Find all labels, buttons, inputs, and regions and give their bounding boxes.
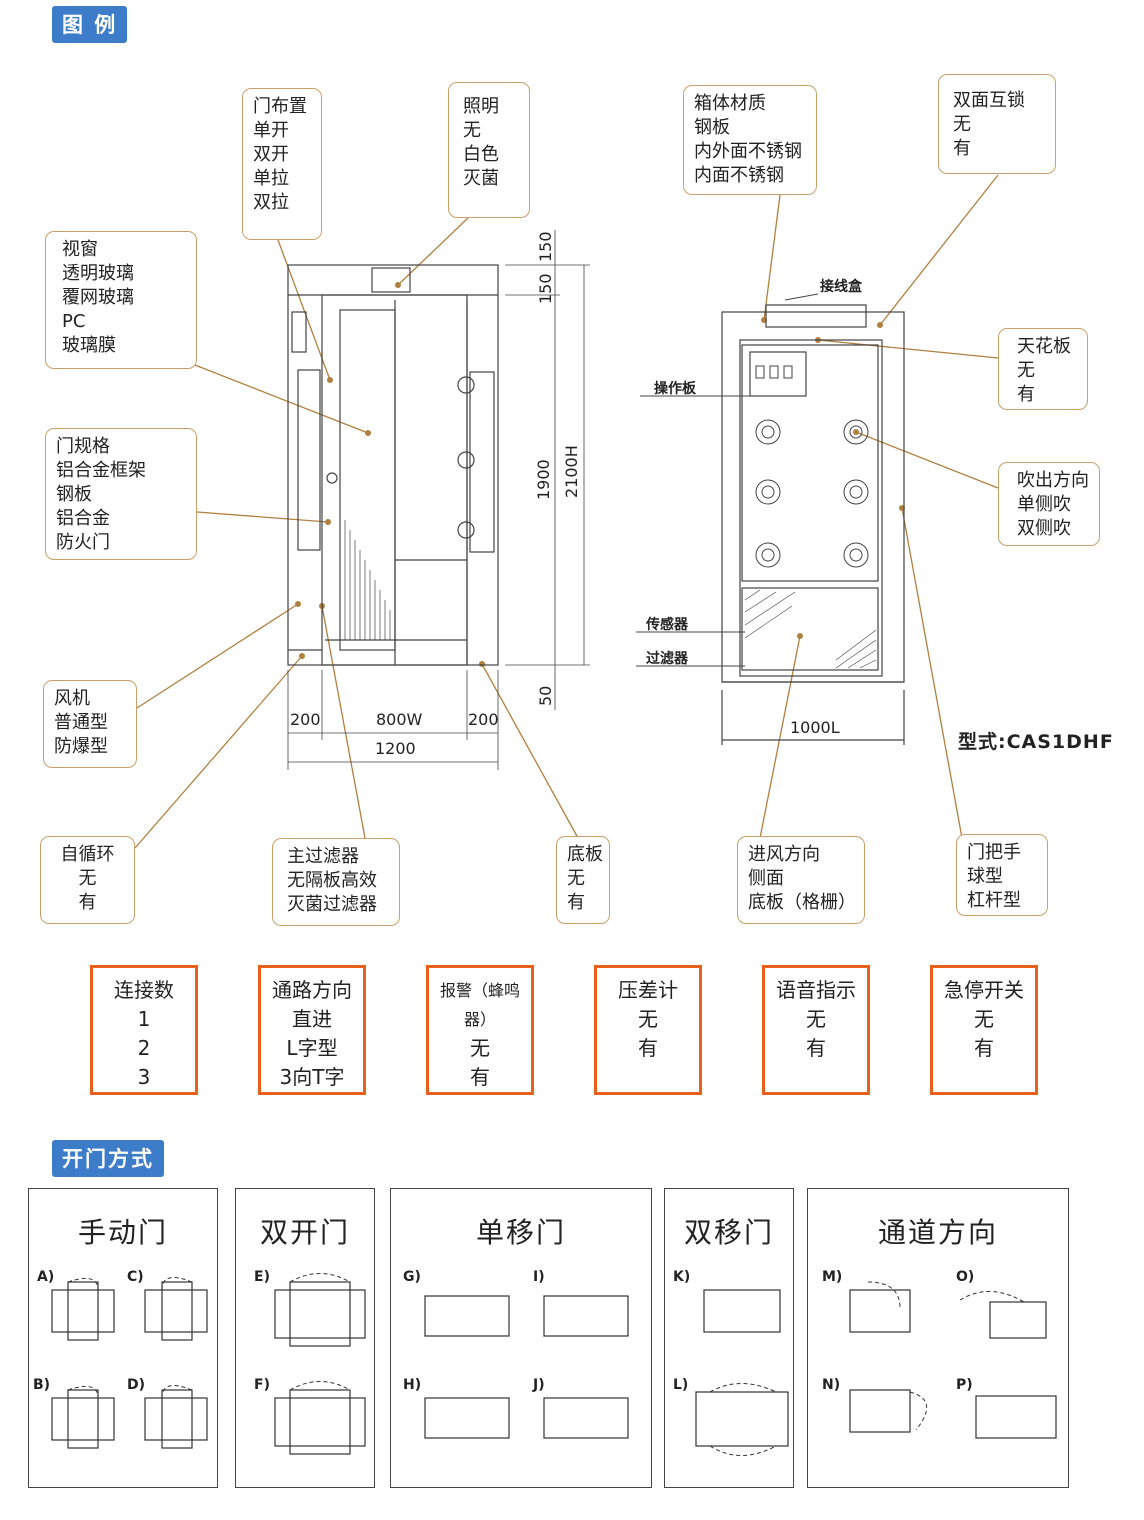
option-voice-indicator: 语音指示无有	[762, 965, 870, 1095]
side-view	[287, 264, 499, 666]
variant-label: F)	[254, 1377, 270, 1393]
variant-label: L)	[673, 1377, 689, 1393]
variant-label: O)	[956, 1269, 975, 1285]
variant-label: C)	[127, 1269, 144, 1285]
dim-1900: 1900	[534, 459, 553, 500]
panel-title: 手动门	[77, 1216, 168, 1249]
callout-inlet-direction: 进风方向侧面底板（格栅）	[737, 836, 865, 924]
variant-label: D)	[127, 1377, 146, 1393]
panel-double-door: 双开门 E) F)	[235, 1188, 375, 1488]
side-dimensions	[287, 230, 590, 770]
variant-label: B)	[33, 1377, 51, 1393]
model-label: 型式:CAS1DHF	[958, 731, 1114, 753]
dim-2100h: 2100H	[562, 445, 581, 498]
panel-channel-direction: 通道方向 M) O) N) P)	[807, 1188, 1069, 1488]
callout-main-filter: 主过滤器无隔板高效灭菌过滤器	[272, 838, 400, 926]
variant-label: I)	[533, 1269, 545, 1285]
variant-label: P)	[956, 1377, 973, 1393]
variant-label: K)	[673, 1269, 691, 1285]
dim-1200: 1200	[375, 739, 416, 758]
grille-hatch	[744, 589, 877, 669]
legend-section-tag: 图 例	[52, 6, 128, 43]
part-leaders	[636, 293, 819, 667]
callout-ceiling: 天花板无有	[998, 328, 1088, 410]
variant-label: M)	[822, 1269, 843, 1285]
callout-bottom-plate: 底板无有	[556, 836, 610, 924]
variant-label: A)	[37, 1269, 55, 1285]
panel-title: 单移门	[475, 1216, 566, 1249]
door-swing-arcs	[67, 1273, 1025, 1456]
nozzles	[755, 365, 869, 568]
dim-1000l: 1000L	[790, 718, 840, 737]
filter-hatching	[344, 520, 391, 640]
callout-door-layout: 门布置单开 双开单拉 双拉	[242, 88, 322, 240]
callout-interlock: 双面互锁无有	[938, 74, 1056, 174]
variant-label: E)	[254, 1269, 270, 1285]
dim-200-right: 200	[468, 710, 499, 729]
variant-label: H)	[403, 1377, 422, 1393]
label-control-panel: 操作板	[654, 381, 696, 397]
label-sensor: 传感器	[646, 617, 688, 633]
label-junction-box: 接线盒	[820, 279, 862, 295]
panel-title: 双移门	[683, 1216, 774, 1249]
callout-blow-direction: 吹出方向单侧吹双侧吹	[998, 462, 1100, 546]
callout-door-spec: 门规格铝合金框架 钢板铝合金 防火门	[45, 428, 197, 560]
option-pressure-gauge: 压差计无有	[594, 965, 702, 1095]
panel-double-sliding-door: 双移门 K) L)	[664, 1188, 794, 1488]
callout-box-material: 箱体材质钢板 内外面不锈钢内面不锈钢	[683, 85, 817, 195]
option-alarm: 报警（蜂鸣器）无有	[426, 965, 534, 1095]
option-emergency-stop: 急停开关无有	[930, 965, 1038, 1095]
dim-150-top: 150	[536, 231, 555, 262]
callout-door-handle: 门把手球型杠杆型	[956, 834, 1048, 916]
variant-label: G)	[403, 1269, 421, 1285]
panel-title: 双开门	[259, 1216, 350, 1249]
callout-self-circulation: 自循环无有	[40, 836, 135, 924]
variant-label: J)	[533, 1377, 545, 1393]
panel-title: 通道方向	[877, 1216, 998, 1249]
door-diagrams	[51, 1281, 1057, 1455]
callout-fan: 风机普通型防爆型	[43, 680, 137, 768]
dim-800w: 800W	[376, 710, 423, 729]
label-filter: 过滤器	[646, 651, 688, 667]
panel-single-sliding-door: 单移门 G) I) H) J)	[390, 1188, 652, 1488]
dim-150-second: 150	[536, 273, 555, 304]
panel-manual-door: 手动门 A) C) B) D)	[28, 1188, 218, 1488]
variant-label: N)	[822, 1377, 841, 1393]
dim-50: 50	[536, 685, 555, 706]
callout-lighting: 照明无 白色灭菌	[448, 82, 530, 218]
leader-lines	[134, 174, 999, 849]
front-view	[721, 304, 905, 745]
dim-200-left: 200	[290, 710, 321, 729]
door-style-section-tag: 开门方式	[52, 1140, 164, 1177]
